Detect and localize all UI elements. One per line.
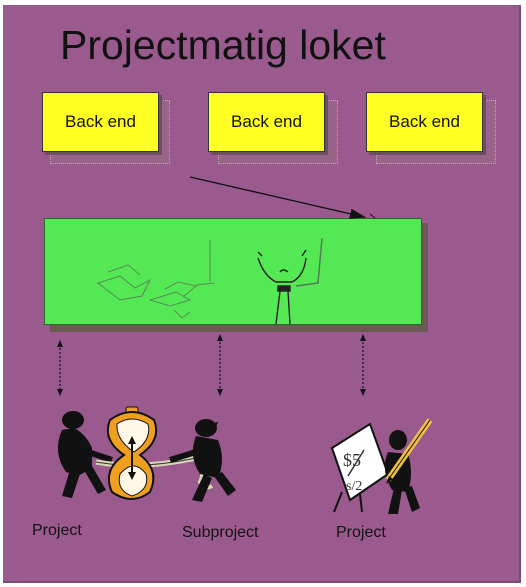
dotted-arrow-right: [360, 334, 366, 396]
backend-label: Back end: [389, 112, 460, 131]
backend-box-3: Back end: [366, 92, 483, 152]
tug-of-war-clipart: [57, 406, 236, 502]
svg-text:s/2: s/2: [346, 479, 362, 494]
sketch-figure-standing: [257, 237, 323, 325]
backend-label: Back end: [65, 112, 136, 131]
green-box: [44, 218, 422, 325]
dotted-arrow-left: [57, 340, 63, 396]
backend-label: Back end: [231, 112, 302, 131]
writer-with-easel-clipart: $5 s/2: [330, 418, 433, 514]
sketch-figure-lying: [96, 240, 215, 319]
connector-arrow: [189, 176, 376, 219]
dotted-arrow-middle: [217, 334, 223, 396]
label-subproject: Subproject: [182, 524, 259, 541]
backend-box-1: Back end: [42, 92, 159, 152]
slide-title: Projectmatig loket: [60, 22, 386, 68]
backend-box-2: Back end: [208, 92, 325, 152]
label-project-right: Project: [336, 524, 386, 541]
label-project-left: Project: [32, 522, 82, 539]
svg-text:$5: $5: [343, 450, 361, 470]
